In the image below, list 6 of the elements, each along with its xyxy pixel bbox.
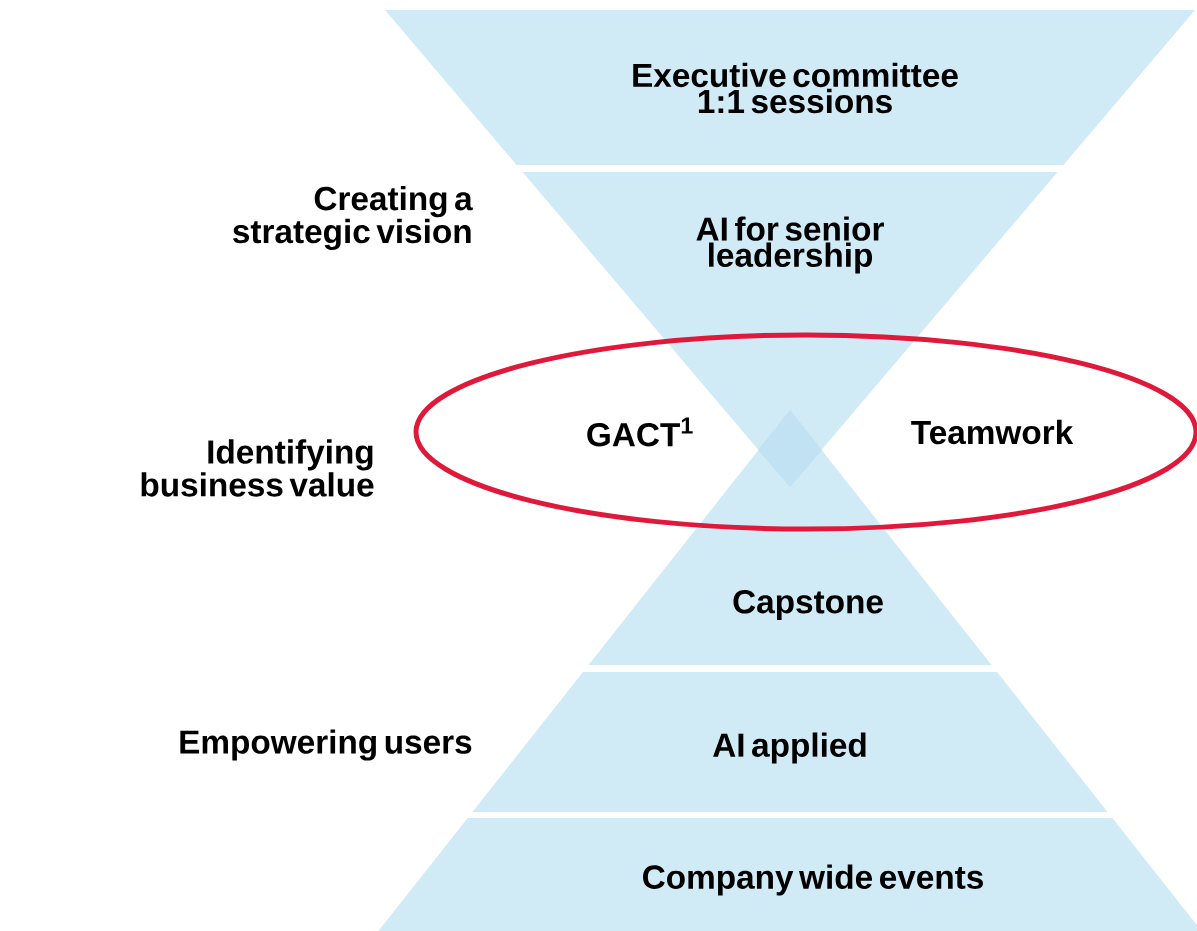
funnel-band: AI applied	[472, 672, 1108, 812]
funnel-band: Executive committee 1:1 sessions	[385, 10, 1195, 165]
side-label: Creating a strategic vision	[233, 185, 473, 251]
funnel-band: Company wide events	[378, 818, 1197, 931]
side-label: Empowering users	[180, 729, 472, 761]
side-label: Identifying business value	[141, 439, 374, 497]
